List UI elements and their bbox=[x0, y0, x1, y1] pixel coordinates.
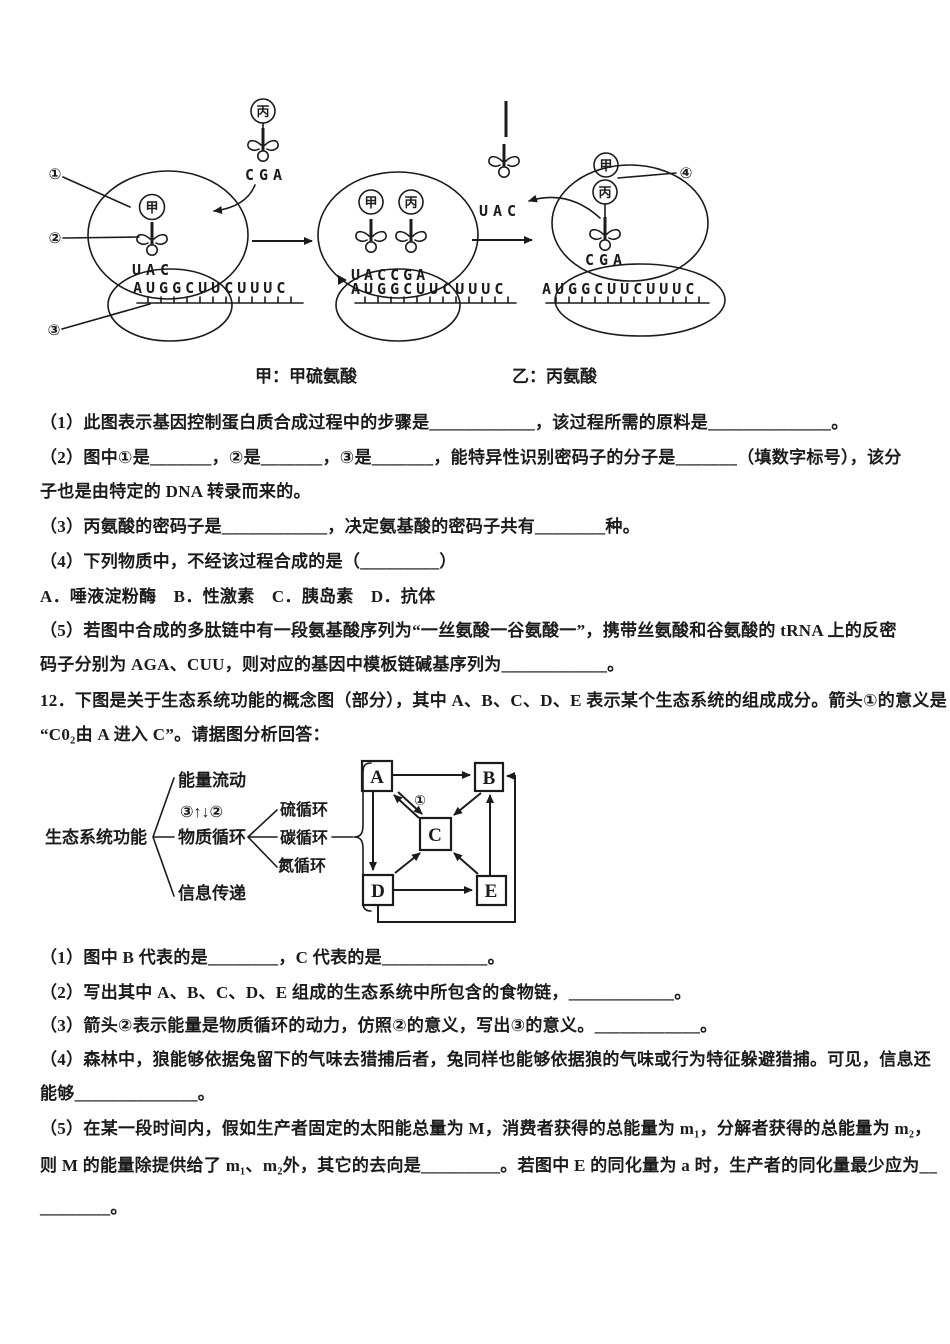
amino-acid-bing-label: 丙 bbox=[404, 195, 417, 210]
cycle-sulfur: 硫循环 bbox=[280, 800, 328, 819]
q11-line-5: （5）若图中合成的多肽链中有一段氨基酸序列为“一丝氨酸一谷氨酸一”，携带丝氨酸和… bbox=[40, 621, 897, 640]
amino-acid-jia-label: 甲 bbox=[599, 158, 612, 173]
q12-line-2: （2）写出其中 A、B、C、D、E 组成的生态系统中所包含的食物链，______… bbox=[40, 983, 692, 1002]
ecosystem-root-label: 生态系统功能 bbox=[45, 827, 147, 847]
q12-stem-1: 12．下图是关于生态系统功能的概念图（部分），其中 A、B、C、D、E 表示某个… bbox=[40, 691, 947, 710]
arrow-d-to-c bbox=[394, 852, 421, 874]
arrow-trna-entering bbox=[213, 184, 256, 214]
anticodon-cga-text: CGA bbox=[245, 166, 287, 184]
trna-released: UAC bbox=[479, 101, 521, 220]
amino-acid-bing-label: 丙 bbox=[256, 104, 269, 119]
arrow-1-label: ① bbox=[414, 793, 426, 809]
arrow-ribosome-advance bbox=[338, 275, 347, 285]
trna-jia-panel2: 甲 bbox=[354, 189, 388, 254]
label-3: ③ bbox=[48, 321, 61, 339]
anticodon-pair-text: UACCGA bbox=[351, 266, 429, 284]
box-c-label: C bbox=[428, 825, 442, 846]
leader-line-2 bbox=[62, 236, 140, 239]
q11-line-2b: 子也是由特定的 DNA 转录而来的。 bbox=[40, 482, 311, 501]
figure-protein-synthesis: 丙 CGA 甲 UAC AUGGCUUCUUUC ① ② ③ bbox=[48, 98, 726, 386]
label-1: ① bbox=[49, 165, 62, 183]
q11-line-3: （3）丙氨酸的密码子是____________，决定氨基酸的密码子共有_____… bbox=[40, 517, 640, 536]
mrna-sequence-panel3: AUGGCUUCUUUC bbox=[542, 280, 698, 298]
mrna-sequence-panel1: AUGGCUUCUUUC bbox=[133, 279, 289, 297]
q12-line-4b: 能够______________。 bbox=[40, 1084, 216, 1103]
box-e: E bbox=[475, 874, 508, 907]
anticodon-cga-text: CGA bbox=[585, 251, 627, 269]
peptide-chain: 甲 丙 bbox=[592, 152, 619, 205]
box-b: B bbox=[473, 761, 505, 793]
anticodon-uac-text: UAC bbox=[479, 202, 521, 220]
amino-acid-bing-label: 丙 bbox=[598, 185, 611, 200]
box-b-label: B bbox=[483, 768, 496, 789]
branch-matter-cycle: 物质循环 bbox=[178, 827, 246, 847]
anticodon-uac-text: UAC bbox=[132, 261, 174, 279]
mrna-strand-panel3 bbox=[545, 296, 710, 304]
arrow-e-to-c bbox=[453, 852, 479, 875]
branch-energy-flow: 能量流动 bbox=[178, 770, 246, 790]
arrow-a-to-c bbox=[397, 791, 423, 815]
label-2: ② bbox=[49, 229, 62, 247]
matter-branch-lines bbox=[247, 809, 278, 868]
amino-acid-jia-label: 甲 bbox=[364, 195, 377, 210]
cycle-nitrogen: 氮循环 bbox=[278, 856, 326, 875]
figure-ecosystem-concept: 生态系统功能 能量流动 ③↑↓② 物质循环 信息传递 硫循环 碳循环 氮循环 A… bbox=[45, 759, 516, 923]
q11-line-1: （1）此图表示基因控制蛋白质合成过程中的步骤是____________，该过程所… bbox=[40, 413, 849, 432]
leader-line-4 bbox=[617, 172, 677, 179]
leader-line-3 bbox=[61, 303, 151, 330]
cycle-carbon: 碳循环 bbox=[280, 828, 328, 847]
box-d-label: D bbox=[371, 881, 385, 902]
mrna-strand-panel2 bbox=[354, 296, 517, 304]
q11-line-2: （2）图中①是_______，②是_______，③是_______，能特异性识… bbox=[40, 448, 902, 467]
box-a: A bbox=[360, 759, 394, 793]
mrna-sequence-panel2: AUGGCUUCUUUC bbox=[351, 280, 507, 298]
mrna-strand-panel1 bbox=[136, 296, 304, 304]
box-d: D bbox=[361, 873, 395, 907]
q12-line-4: （4）森林中，狼能够依据兔留下的气味去猎捕后者，兔同样也能够依据狼的气味或行为特… bbox=[40, 1050, 932, 1069]
q12-line-1: （1）图中 B 代表的是________，C 代表的是____________。 bbox=[40, 948, 505, 967]
trna-jia-panel1: 甲 UAC bbox=[132, 193, 174, 279]
q12-line-5c: ________。 bbox=[40, 1198, 128, 1217]
box-e-label: E bbox=[485, 881, 498, 902]
arrow-trna-leaving bbox=[528, 194, 601, 219]
q12-line-5: （5）在某一段时间内，假如生产者固定的太阳能总量为 M，消费者获得的总能量为 m… bbox=[40, 1119, 932, 1138]
ribosome-1 bbox=[87, 170, 249, 342]
q11-line-4: （4）下列物质中，不经该过程合成的是（_________） bbox=[40, 552, 457, 571]
q12-line-3: （3）箭头②表示能量是物质循环的动力，仿照②的意义，写出③的意义。_______… bbox=[40, 1016, 718, 1035]
q11-options: A．唾液淀粉酶 B．性激素 C．胰岛素 D．抗体 bbox=[40, 587, 436, 606]
caption-alanine: 乙：丙氨酸 bbox=[512, 366, 598, 386]
arrow-d-loop-to-b bbox=[377, 772, 516, 923]
trna-bing-incoming: 丙 CGA bbox=[245, 98, 287, 184]
box-c: C bbox=[418, 816, 453, 852]
ribosome-2 bbox=[317, 171, 479, 342]
caption-methionine: 甲：甲硫氨酸 bbox=[255, 366, 358, 386]
q12-line-5b: 则 M 的能量除提供给了 m₁、m₂外，其它的去向是_________。若图中 … bbox=[40, 1156, 938, 1175]
label-4: ④ bbox=[680, 164, 693, 182]
root-branch-lines bbox=[152, 777, 175, 897]
ribosome-3 bbox=[551, 164, 726, 337]
arrow-pair-labels: ③↑↓② bbox=[180, 804, 223, 821]
trna-bing-panel2: 丙 bbox=[394, 189, 428, 254]
amino-acid-jia-label: 甲 bbox=[145, 200, 158, 215]
box-a-label: A bbox=[370, 767, 384, 788]
branch-info-transfer: 信息传递 bbox=[178, 883, 246, 903]
trna-bing-panel3: CGA bbox=[585, 203, 627, 269]
leader-line-1 bbox=[62, 176, 131, 208]
arrow-b-to-c bbox=[453, 792, 482, 816]
q12-stem-2: “C0₂由 A 进入 C”。请据图分析回答： bbox=[40, 725, 330, 744]
q11-line-5b: 码子分别为 AGA、CUU，则对应的基因中模板链碱基序列为___________… bbox=[40, 655, 625, 674]
